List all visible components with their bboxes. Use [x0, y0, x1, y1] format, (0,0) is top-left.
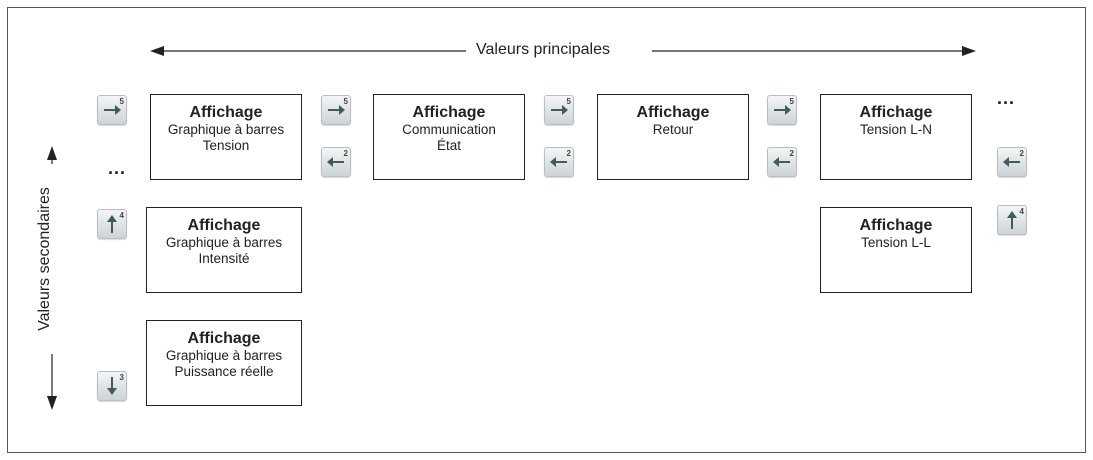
- arrow-left-icon: [550, 157, 567, 167]
- key-number: 2: [343, 149, 348, 158]
- arrow-right-icon: [551, 105, 568, 115]
- arrow-right-icon: [774, 105, 791, 115]
- arrow-left-icon: [1003, 157, 1020, 167]
- display-voltage-ll: Affichage Tension L-L: [820, 207, 972, 293]
- display-retour: Affichage Retour: [597, 94, 749, 180]
- key-number: 5: [789, 97, 794, 106]
- right-key-button[interactable]: 5: [321, 95, 351, 125]
- left-key-button[interactable]: 2: [997, 147, 1027, 177]
- arrow-right-icon: [328, 105, 345, 115]
- display-voltage-ln: Affichage Tension L-N: [820, 94, 972, 180]
- arrow-right-icon: [104, 105, 121, 115]
- box-title: Affichage: [187, 217, 261, 234]
- display-bar-voltage: Affichage Graphique à barres Tension: [150, 94, 302, 180]
- box-line: Communication: [402, 122, 496, 137]
- up-key-button[interactable]: 4: [997, 205, 1027, 235]
- arrow-left-icon: [773, 157, 790, 167]
- left-key-button[interactable]: 2: [321, 147, 351, 177]
- ellipsis: ...: [108, 158, 127, 178]
- key-number: 2: [1019, 149, 1024, 158]
- box-line: État: [436, 138, 461, 153]
- box-line: Graphique à barres: [165, 348, 283, 363]
- left-key-button[interactable]: 2: [544, 147, 574, 177]
- down-key-button[interactable]: 3: [97, 371, 127, 401]
- key-number: 3: [119, 373, 124, 382]
- box-line: Intensité: [198, 251, 250, 266]
- key-number: 5: [566, 97, 571, 106]
- secondary-values-label: Valeurs secondaires: [36, 164, 54, 354]
- key-number: 5: [119, 97, 124, 106]
- key-number: 2: [789, 149, 794, 158]
- display-bar-current: Affichage Graphique à barres Intensité: [146, 207, 302, 293]
- arrow-up-icon: [1007, 211, 1017, 229]
- box-line: Graphique à barres: [165, 235, 283, 250]
- arrow-left-icon: [327, 157, 344, 167]
- display-communication: Affichage Communication État: [373, 94, 525, 180]
- box-line: Retour: [652, 122, 694, 137]
- box-line: Graphique à barres: [167, 122, 285, 137]
- box-title: Affichage: [412, 104, 486, 121]
- box-line: Puissance réelle: [174, 364, 274, 379]
- arrow-up-icon: [107, 215, 117, 233]
- box-title: Affichage: [859, 217, 933, 234]
- main-values-label: Valeurs principales: [468, 41, 618, 59]
- box-title: Affichage: [859, 104, 933, 121]
- box-title: Affichage: [636, 104, 710, 121]
- right-key-button[interactable]: 5: [97, 95, 127, 125]
- left-key-button[interactable]: 2: [767, 147, 797, 177]
- key-number: 4: [119, 211, 124, 220]
- key-number: 5: [343, 97, 348, 106]
- key-number: 2: [566, 149, 571, 158]
- box-title: Affichage: [187, 330, 261, 347]
- box-title: Affichage: [189, 104, 263, 121]
- key-number: 4: [1019, 207, 1024, 216]
- arrow-down-icon: [107, 377, 117, 395]
- box-line: Tension: [202, 138, 250, 153]
- ellipsis: ...: [997, 88, 1016, 108]
- box-line: Tension L-N: [859, 122, 933, 137]
- right-key-button[interactable]: 5: [544, 95, 574, 125]
- display-bar-power: Affichage Graphique à barres Puissance r…: [146, 320, 302, 406]
- right-key-button[interactable]: 5: [767, 95, 797, 125]
- box-line: Tension L-L: [861, 235, 931, 250]
- diagram-frame: [7, 7, 1086, 453]
- up-key-button[interactable]: 4: [97, 209, 127, 239]
